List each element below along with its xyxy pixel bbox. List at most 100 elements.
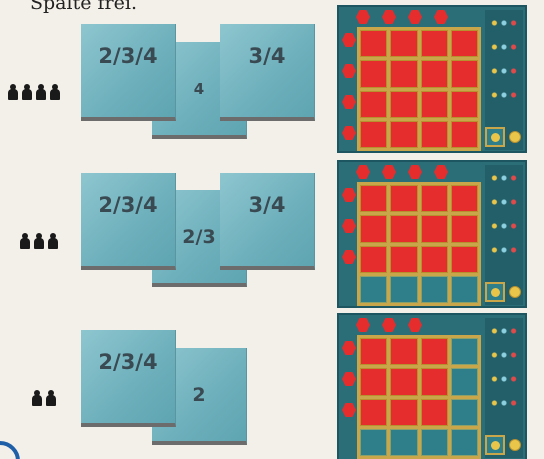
board-cell — [390, 246, 417, 273]
hex-row — [356, 318, 422, 332]
meeple-icon — [8, 84, 18, 100]
board-cell — [390, 215, 417, 242]
board-cell — [390, 368, 417, 395]
hex-column — [342, 188, 356, 264]
board-cell — [390, 185, 417, 212]
board-cell-empty — [360, 429, 387, 456]
board-cell-empty — [390, 276, 417, 303]
hex-icon — [434, 165, 448, 179]
meeple-icon — [36, 84, 46, 100]
resource-icons — [488, 372, 520, 386]
board-cell-empty — [451, 338, 478, 365]
board-cell — [451, 185, 478, 212]
board-cell — [421, 399, 448, 426]
board-cell — [421, 368, 448, 395]
resource-icons — [488, 396, 520, 410]
coin-icon — [485, 282, 505, 302]
board-grid — [357, 182, 481, 306]
resource-icons — [488, 219, 520, 233]
hex-icon — [342, 126, 356, 140]
board-cell — [390, 60, 417, 87]
hex-icon — [342, 64, 356, 78]
board-cell-empty — [360, 276, 387, 303]
board-cell — [360, 368, 387, 395]
meeple-icon — [22, 84, 32, 100]
hex-icon — [408, 10, 422, 24]
board-cell — [451, 91, 478, 118]
game-board-4p — [337, 5, 527, 153]
tile-label: 4 — [194, 80, 204, 98]
resource-icons — [488, 171, 520, 185]
board-cell — [421, 185, 448, 212]
tile-label: 3/4 — [249, 44, 286, 68]
tile-right: 3/4 — [220, 24, 315, 121]
board-cell — [390, 30, 417, 57]
board-cell — [360, 215, 387, 242]
hex-icon — [342, 33, 356, 47]
tile-left: 2/3/4 — [81, 330, 176, 427]
resource-icons — [488, 16, 520, 30]
tile-label: 2/3/4 — [98, 44, 157, 68]
tile-left: 2/3/4 — [81, 173, 176, 270]
resource-icons — [488, 195, 520, 209]
board-cell — [421, 60, 448, 87]
hex-icon — [356, 318, 370, 332]
tile-label: 3/4 — [249, 193, 286, 217]
board-cell-empty — [421, 276, 448, 303]
page-heading: Spalte frei. — [30, 0, 137, 14]
hex-icon — [382, 10, 396, 24]
coin-icon — [485, 435, 505, 455]
game-board-2p — [337, 313, 527, 459]
hex-icon — [342, 372, 356, 386]
player-count-3 — [20, 233, 58, 249]
board-grid — [357, 335, 481, 459]
resource-icons — [488, 243, 520, 257]
player-count-4 — [8, 84, 60, 100]
meeple-icon — [50, 84, 60, 100]
resource-icons — [488, 324, 520, 338]
hex-icon — [342, 403, 356, 417]
hex-icon — [382, 318, 396, 332]
board-cell-empty — [451, 429, 478, 456]
badge-icon — [509, 131, 521, 143]
resource-icons — [488, 64, 520, 78]
board-cell — [451, 30, 478, 57]
meeple-icon — [20, 233, 30, 249]
board-grid — [357, 27, 481, 151]
board-cell — [421, 338, 448, 365]
resource-icons — [488, 40, 520, 54]
hex-icon — [356, 10, 370, 24]
board-cell — [390, 399, 417, 426]
board-cell — [421, 121, 448, 148]
hex-icon — [356, 165, 370, 179]
board-cell — [451, 60, 478, 87]
resource-icons — [488, 348, 520, 362]
meeple-icon — [32, 390, 42, 406]
board-cell — [360, 30, 387, 57]
meeple-icon — [46, 390, 56, 406]
hex-icon — [342, 95, 356, 109]
board-cell — [421, 91, 448, 118]
game-board-3p — [337, 160, 527, 308]
tile-label: 2/3/4 — [98, 193, 157, 217]
hex-icon — [342, 188, 356, 202]
tile-left: 2/3/4 — [81, 24, 176, 121]
player-count-2 — [32, 390, 56, 406]
board-cell — [390, 121, 417, 148]
meeple-icon — [34, 233, 44, 249]
tile-label: 2/3 — [182, 226, 215, 248]
board-cell — [360, 60, 387, 87]
tile-label: 2/3/4 — [98, 350, 157, 374]
board-cell — [390, 338, 417, 365]
hex-icon — [342, 219, 356, 233]
hex-icon — [342, 341, 356, 355]
coin-icon — [485, 127, 505, 147]
badge-icon — [509, 286, 521, 298]
hex-column — [342, 33, 356, 140]
hex-icon — [342, 250, 356, 264]
hex-icon — [408, 165, 422, 179]
board-cell-empty — [451, 276, 478, 303]
board-cell — [421, 30, 448, 57]
board-cell — [390, 91, 417, 118]
board-cell — [451, 246, 478, 273]
